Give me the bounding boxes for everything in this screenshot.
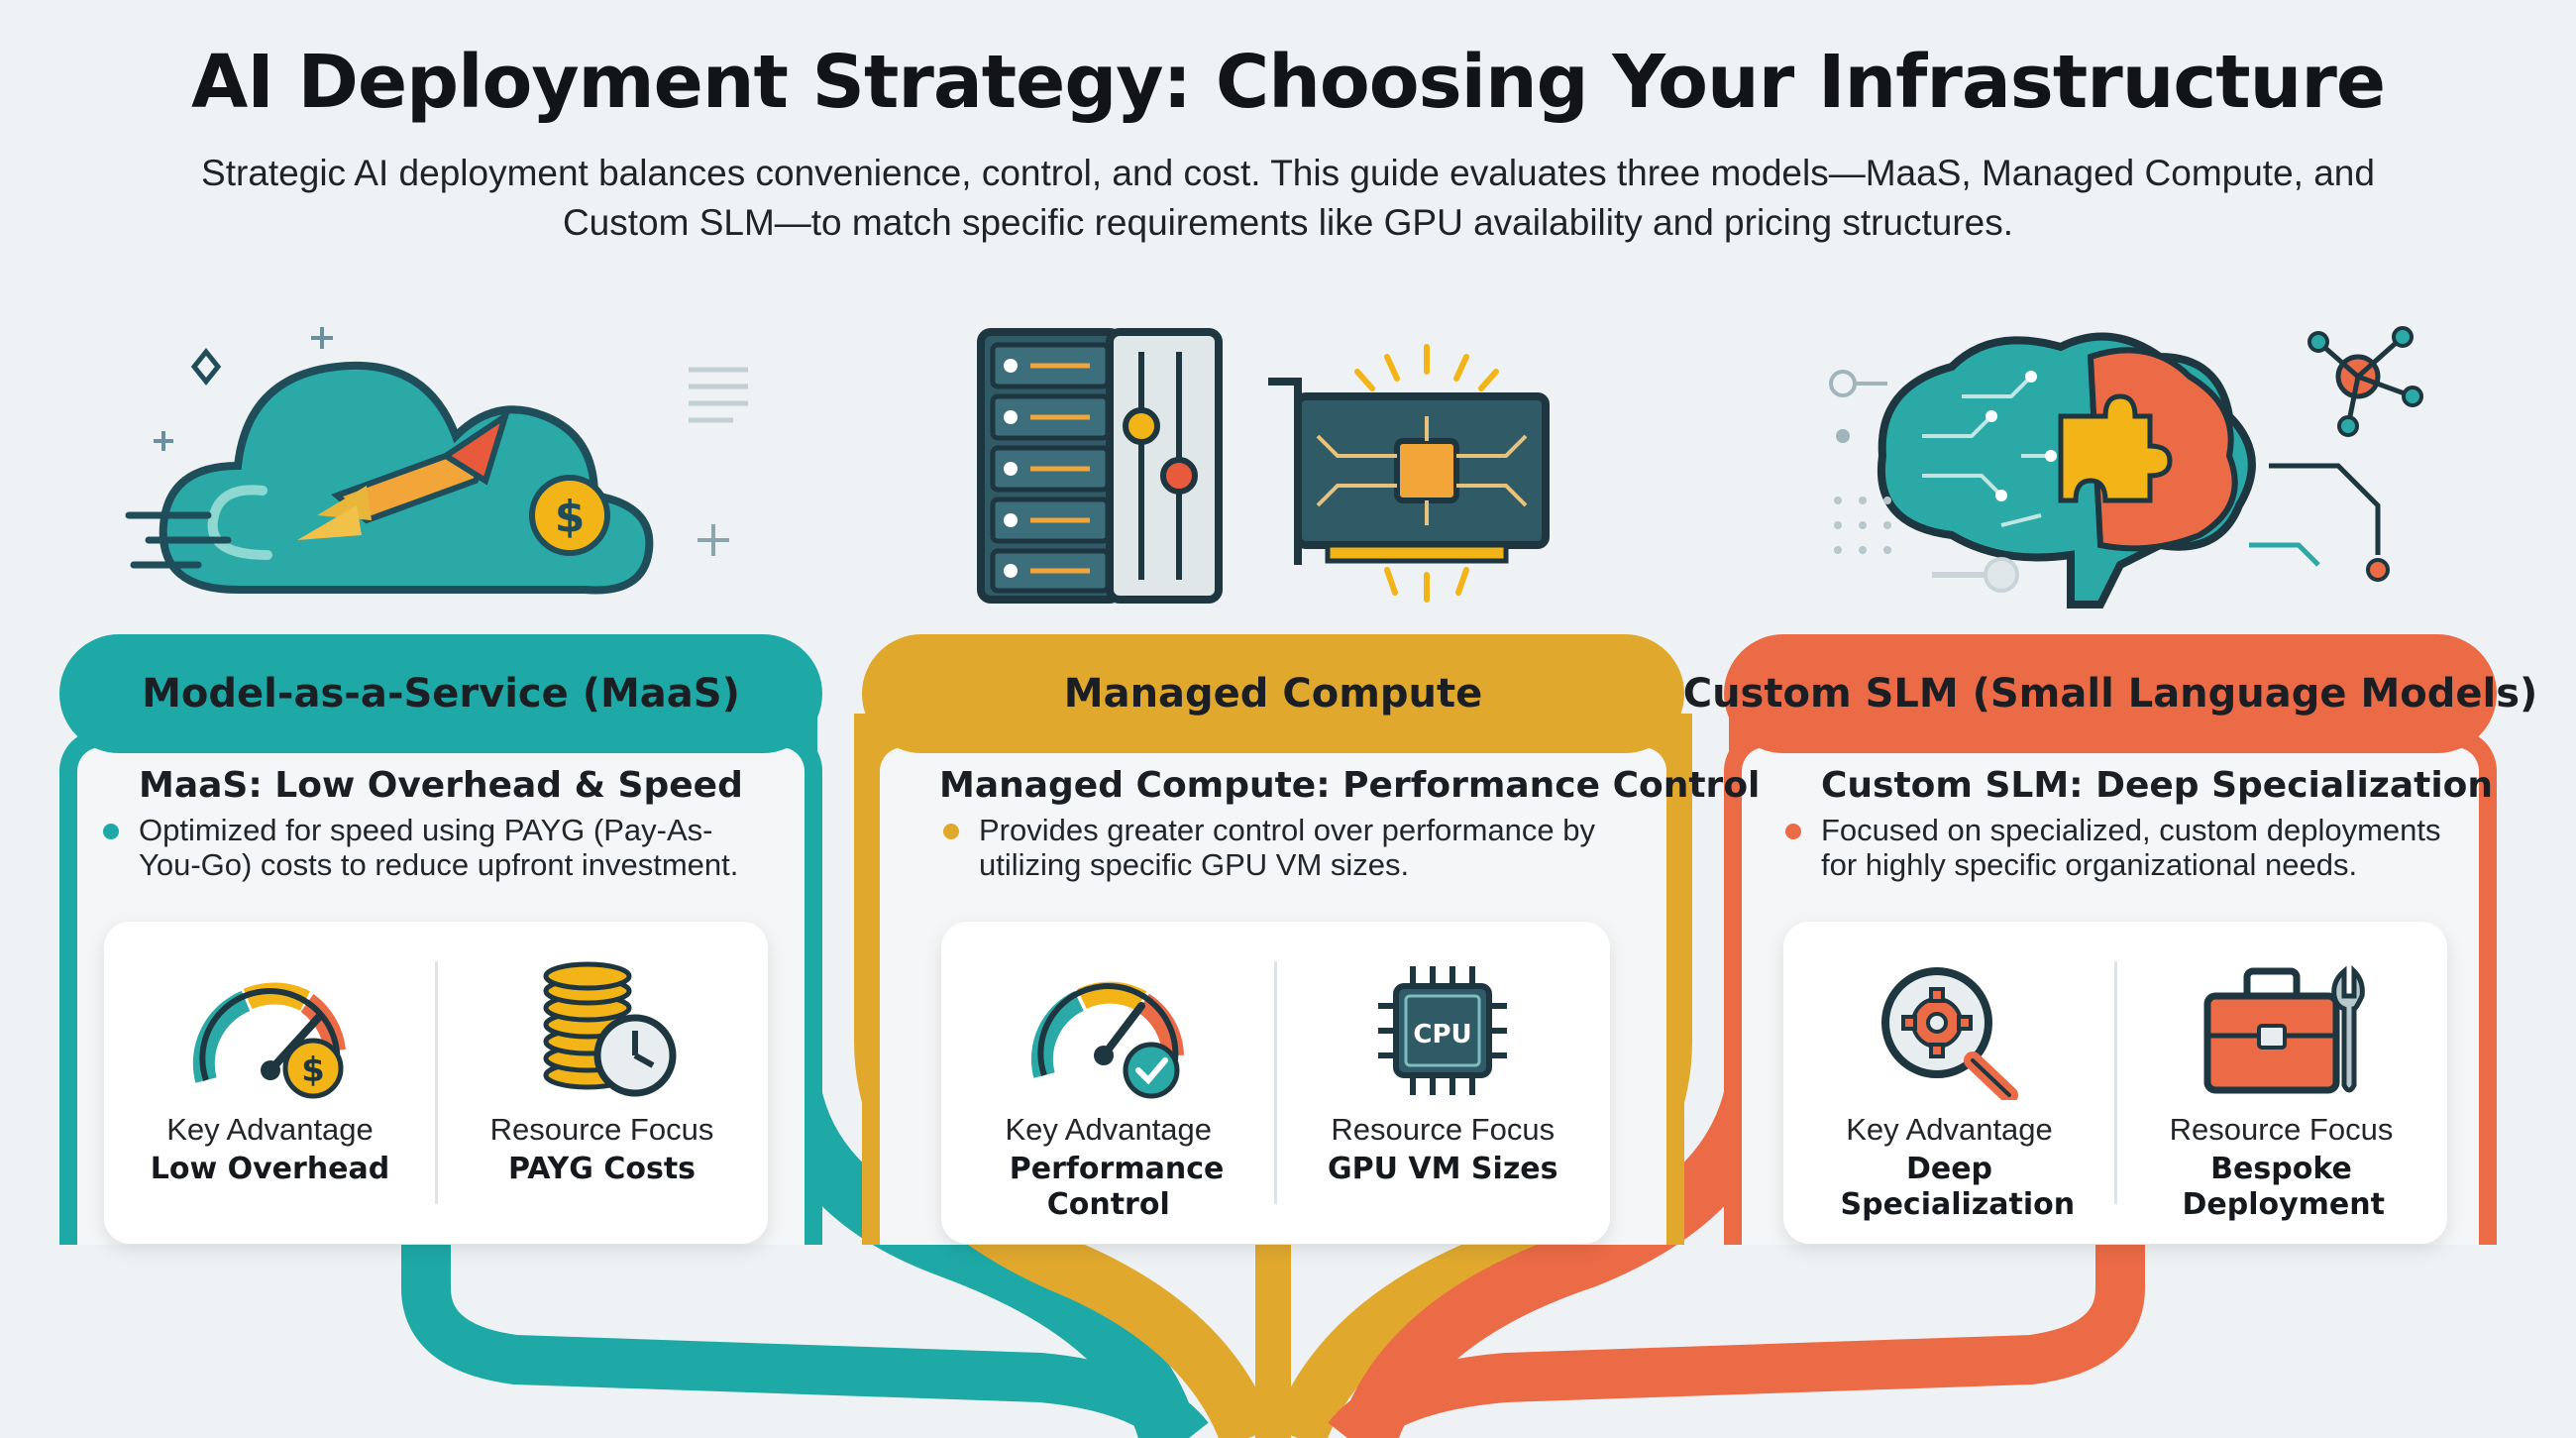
maas-description: Optimized for speed using PAYG (Pay-As-Y… [99,813,773,882]
managed-compute-header: Managed Compute [862,634,1684,753]
teal-ribbon-lower [401,1239,1209,1438]
custom-slm-description-text: Focused on specialized, custom deploymen… [1821,813,2441,882]
resource-focus-value: GPU VM Sizes [1328,1152,1558,1186]
coral-ribbon-lower [1328,1239,2145,1438]
key-advantage-label: Key Advantage [1005,1112,1213,1147]
custom-slm-description: Focused on specialized, custom deploymen… [1781,813,2455,882]
coins-clock-icon [543,961,676,1097]
card-divider [1274,961,1277,1204]
card-divider [435,961,438,1204]
brain-network-icon [1877,326,2423,608]
key-advantage-value: Deep Specialization [1840,1152,2076,1222]
resource-focus-label: Resource Focus [1331,1112,1556,1147]
custom-slm-resource-focus: Resource Focus Bespoke Deployment [2115,922,2447,1244]
gauge-check-icon [1030,981,1184,1099]
managed-compute-resource-focus: CPU Resource Focus GPU VM Sizes [1276,922,1611,1244]
maas-key-advantage: $ Key Advantage Low Overhead [104,922,436,1244]
maas-resource-focus: Resource Focus PAYG Costs [436,922,768,1244]
managed-compute-key-advantage: Key Advantage Performance Control [941,922,1276,1244]
toolbox-wrench-icon [2203,964,2365,1094]
managed-compute-description-text: Provides greater control over performanc… [979,813,1596,882]
cpu-text: CPU [1414,1020,1472,1050]
custom-slm-key-advantage: Key Advantage Deep Specialization [1783,922,2115,1244]
gauge-dollar-icon: $ [192,982,346,1099]
page-subtitle: Strategic AI deployment balances conveni… [201,153,2375,243]
custom-slm-header: Custom SLM (Small Language Models) [1683,634,2537,753]
maas-description-text: Optimized for speed using PAYG (Pay-As-Y… [139,813,739,882]
key-advantage-label: Key Advantage [166,1112,374,1147]
menu-lines-icon [689,367,748,423]
network-dots-decoration-icon [1829,370,2019,593]
bullet-dot [103,824,119,839]
key-advantage-value: Low Overhead [150,1152,390,1186]
managed-compute-section-title: Managed Compute: Performance Control [939,765,1761,806]
bullet-dot [943,824,959,839]
plus-sparkle-icon [698,524,729,556]
page-title: AI Deployment Strategy: Choosing Your In… [190,40,2386,125]
custom-slm-card: Key Advantage Deep Specialization Resour… [1783,922,2447,1244]
server-gpu-icon [977,328,1550,604]
custom-slm-section-title: Custom SLM: Deep Specialization [1821,765,2494,806]
key-advantage-value: Performance Control [1009,1152,1225,1222]
card-divider [2114,961,2117,1204]
maas-card: $ Key Advantage Low Overhead Resource Fo… [104,922,768,1244]
cpu-chip-icon: CPU [1378,966,1508,1095]
cloud-rocket-dollar-icon: $ [125,327,654,595]
bullet-dot [1785,824,1801,839]
managed-compute-card: Key Advantage Performance Control CPU Re… [941,922,1610,1244]
resource-focus-value: Bespoke Deployment [2182,1152,2385,1222]
key-advantage-label: Key Advantage [1846,1112,2053,1147]
resource-focus-label: Resource Focus [2169,1112,2394,1147]
resource-focus-value: PAYG Costs [507,1152,697,1186]
maas-section-title: MaaS: Low Overhead & Speed [139,765,743,806]
maas-header: Model-as-a-Service (MaaS) [59,634,822,753]
managed-compute-description: Provides greater control over performanc… [939,813,1613,882]
svg-text:$: $ [301,1051,325,1090]
gear-magnifier-icon [1880,967,2018,1100]
resource-focus-label: Resource Focus [489,1112,714,1147]
svg-text:$: $ [555,492,586,542]
